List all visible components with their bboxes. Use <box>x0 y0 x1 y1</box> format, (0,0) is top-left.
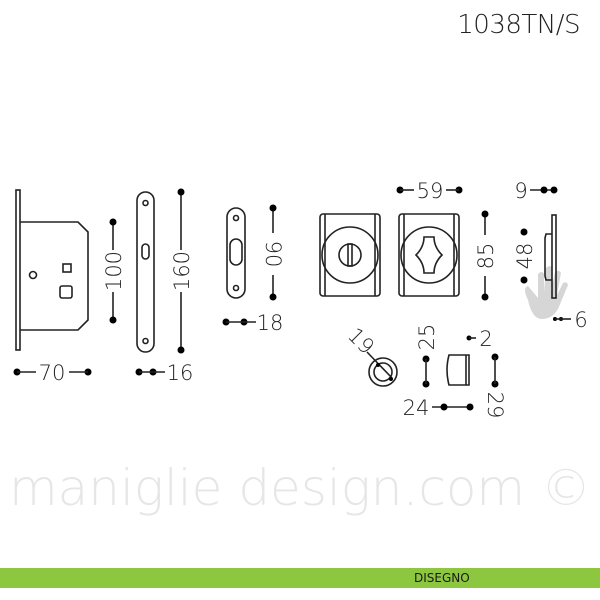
svg-text:25: 25 <box>415 324 439 351</box>
dimension-ring-diameter: 19 <box>343 323 379 359</box>
dimension-side-thickness: 9 <box>514 179 558 203</box>
dimension-cylinder-24: 24 <box>403 396 474 420</box>
dimension-side-height: 48 <box>513 228 537 284</box>
svg-text:48: 48 <box>513 243 537 270</box>
dimension-side-plate: 6 <box>553 308 588 332</box>
faceplate <box>136 191 155 353</box>
dimension-rose-width: 59 <box>396 179 463 203</box>
rose-thumb-turn <box>398 213 460 297</box>
dimension-plate-height: 160 <box>170 188 194 354</box>
hand-icon <box>525 266 568 319</box>
footer-bar: DISEGNO <box>0 568 600 588</box>
svg-text:70: 70 <box>39 361 66 385</box>
svg-text:6: 6 <box>574 308 587 332</box>
svg-text:16: 16 <box>167 361 194 385</box>
svg-text:9: 9 <box>514 179 527 203</box>
rose-side-view <box>544 214 557 299</box>
footer-label: DISEGNO <box>414 571 470 585</box>
dimension-strike-height: 90 <box>261 204 285 301</box>
svg-text:90: 90 <box>261 241 285 268</box>
svg-text:29: 29 <box>483 392 507 419</box>
lock-body <box>15 189 89 351</box>
svg-text:2: 2 <box>479 327 492 351</box>
dimension-cylinder-25: 25 <box>415 324 439 388</box>
ring-component <box>366 351 398 387</box>
svg-text:85: 85 <box>474 243 498 270</box>
dimension-lock-height: 100 <box>102 218 126 324</box>
rose-emergency-release <box>319 213 381 297</box>
dimension-cylinder-29: 29 <box>483 353 507 419</box>
cylinder-component <box>446 354 470 386</box>
product-code: 1038TN/S <box>457 10 580 40</box>
svg-text:160: 160 <box>170 251 194 291</box>
svg-text:24: 24 <box>403 396 430 420</box>
watermark: maniglie design.com © <box>9 459 591 517</box>
dimension-lock-width: 70 <box>13 361 92 385</box>
svg-text:18: 18 <box>257 311 284 335</box>
dimension-strike-width: 18 <box>222 311 284 335</box>
svg-text:100: 100 <box>102 251 126 291</box>
dimension-plate-width: 16 <box>135 361 194 385</box>
strike-plate <box>226 207 246 299</box>
dimension-rose-height: 85 <box>474 210 498 301</box>
svg-text:59: 59 <box>417 179 444 203</box>
dimension-cylinder-2: 2 <box>466 327 493 351</box>
